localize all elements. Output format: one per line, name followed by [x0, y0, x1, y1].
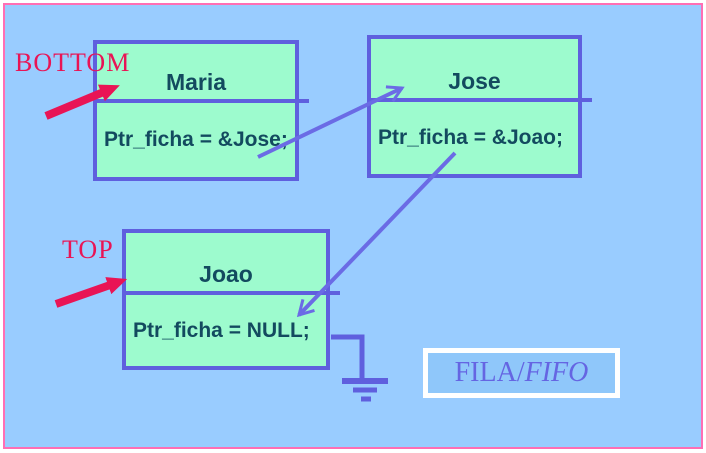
node-maria-pointer: Ptr_ficha = &Jose; — [104, 128, 288, 151]
node-joao-divider — [122, 291, 340, 295]
node-jose-pointer: Ptr_ficha = &Joao; — [378, 126, 563, 149]
top-label: TOP — [62, 235, 114, 264]
caption-text-italic: FIFO — [524, 357, 589, 388]
node-maria-title: Maria — [165, 69, 227, 95]
node-joao-pointer: Ptr_ficha = NULL; — [133, 318, 310, 342]
node-jose-title: Jose — [448, 68, 501, 94]
caption-text-regular: FILA/ — [454, 357, 525, 388]
node-joao-title: Joao — [199, 261, 253, 287]
node-maria-divider — [93, 99, 309, 103]
node-maria: Maria Ptr_ficha = &Jose; — [93, 40, 309, 181]
node-jose-divider — [367, 98, 592, 102]
node-joao: Joao Ptr_ficha = NULL; — [122, 229, 340, 370]
bottom-label: BOTTOM — [15, 48, 131, 77]
node-jose: Jose Ptr_ficha = &Joao; — [367, 35, 592, 178]
caption-box: FILA/FIFO — [423, 348, 620, 398]
